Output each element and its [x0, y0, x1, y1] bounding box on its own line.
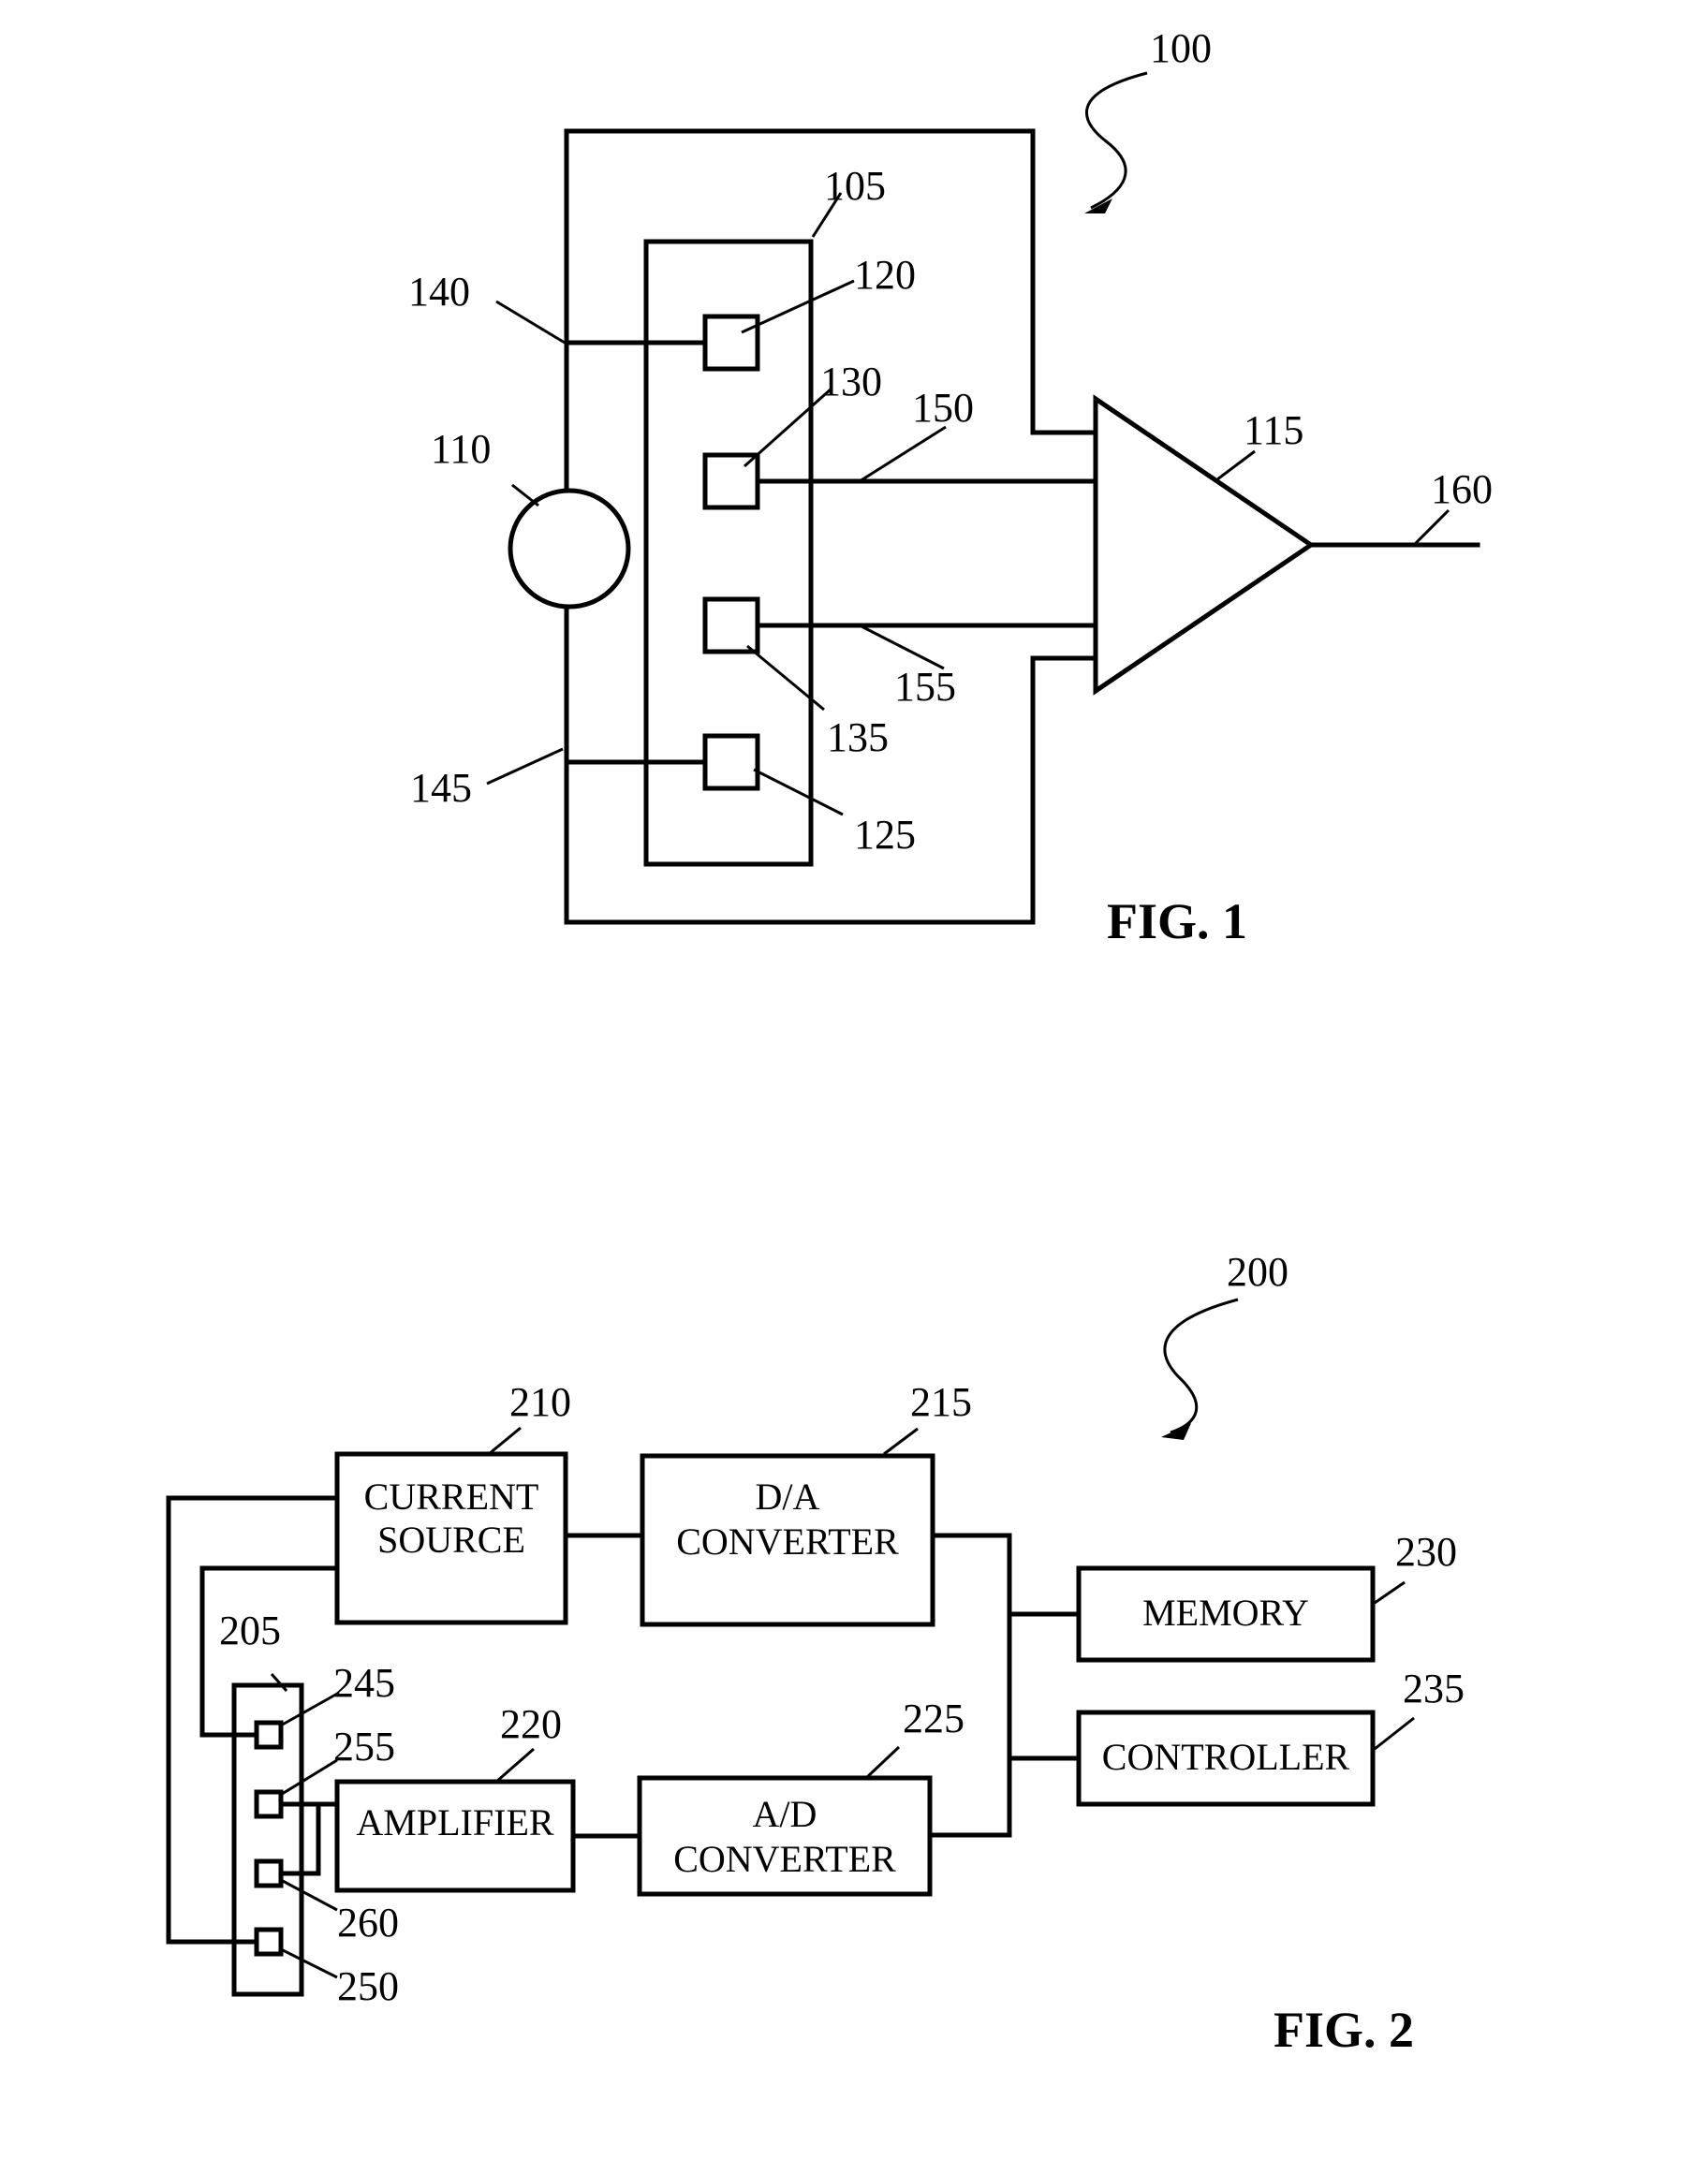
- ref-135: 135: [827, 714, 889, 760]
- ad-converter-label-line2: CONVERTER: [673, 1838, 896, 1880]
- leader-250: [281, 1949, 337, 1977]
- memory-label: MEMORY: [1142, 1592, 1309, 1634]
- leader-210: [489, 1428, 521, 1454]
- ref-150: 150: [912, 385, 974, 431]
- ref-110: 110: [431, 426, 491, 472]
- sample-board-205: [234, 1685, 302, 1994]
- leader-230: [1375, 1582, 1405, 1603]
- leader-125: [754, 770, 843, 815]
- ad-converter-label-line1: A/D: [753, 1793, 817, 1835]
- ref-105: 105: [824, 163, 886, 209]
- da-converter-label-line1: D/A: [756, 1476, 820, 1518]
- probe-255: [257, 1792, 281, 1816]
- leader-140: [496, 301, 565, 343]
- bus-wire: [930, 1535, 1009, 1835]
- ref-145: 145: [410, 765, 472, 811]
- leader-200: [1165, 1300, 1238, 1432]
- probe-120: [705, 316, 758, 369]
- leader-150: [860, 427, 946, 481]
- leader-130: [744, 389, 832, 466]
- leader-255: [279, 1760, 337, 1796]
- figure-2-caption: FIG. 2: [1274, 2002, 1414, 2058]
- ref-250: 250: [337, 1963, 399, 2009]
- leader-260: [281, 1880, 337, 1910]
- amplifier-label: AMPLIFIER: [356, 1801, 553, 1843]
- ref-245: 245: [333, 1660, 395, 1706]
- leader-115: [1217, 451, 1255, 479]
- probe-125: [705, 736, 758, 788]
- probe-135: [705, 599, 758, 652]
- da-converter-label-line2: CONVERTER: [676, 1520, 899, 1563]
- ref-210: 210: [509, 1379, 571, 1425]
- leader-235: [1375, 1718, 1414, 1749]
- ref-230: 230: [1395, 1529, 1457, 1575]
- probe-260: [257, 1861, 281, 1886]
- leader-100: [1086, 73, 1147, 208]
- sample-board-105: [646, 242, 811, 864]
- arrowhead-200: [1161, 1423, 1191, 1440]
- ref-160: 160: [1431, 466, 1493, 512]
- ref-120: 120: [854, 252, 916, 298]
- ref-125: 125: [854, 812, 916, 858]
- arrowhead-100: [1084, 198, 1112, 213]
- current-source-label-line2: SOURCE: [377, 1519, 525, 1561]
- probe-245: [257, 1723, 281, 1747]
- leader-160: [1414, 510, 1449, 545]
- current-source-label-line1: CURRENT: [364, 1476, 539, 1518]
- controller-label: CONTROLLER: [1102, 1736, 1350, 1778]
- ref-130: 130: [820, 359, 882, 404]
- ref-205: 205: [219, 1608, 281, 1653]
- leader-225: [866, 1747, 899, 1778]
- leader-205: [272, 1674, 287, 1691]
- leader-220: [496, 1749, 534, 1782]
- leader-110: [512, 485, 538, 506]
- figure-2: CURRENT SOURCE D/A CONVERTER MEMORY CONT…: [169, 1249, 1465, 2058]
- ref-220: 220: [500, 1701, 562, 1747]
- ref-155: 155: [894, 664, 956, 710]
- ref-115: 115: [1244, 407, 1303, 453]
- ref-255: 255: [333, 1724, 395, 1770]
- leader-215: [884, 1429, 918, 1454]
- figure-1-caption: FIG. 1: [1107, 893, 1247, 949]
- ref-140: 140: [408, 269, 470, 315]
- ref-215: 215: [910, 1379, 972, 1425]
- leader-145: [487, 749, 563, 784]
- probe-250: [257, 1930, 281, 1954]
- leader-245: [279, 1693, 339, 1726]
- ref-225: 225: [903, 1696, 964, 1741]
- ref-235: 235: [1403, 1666, 1465, 1711]
- ref-200: 200: [1227, 1249, 1288, 1295]
- ref-260: 260: [337, 1900, 399, 1946]
- leader-155: [860, 625, 944, 668]
- ref-100: 100: [1150, 25, 1212, 71]
- leader-120: [742, 281, 854, 332]
- figure-1: 100 105 120 130 150 140 110 115 160 155 …: [408, 25, 1493, 949]
- current-source-110-circle: [510, 491, 628, 607]
